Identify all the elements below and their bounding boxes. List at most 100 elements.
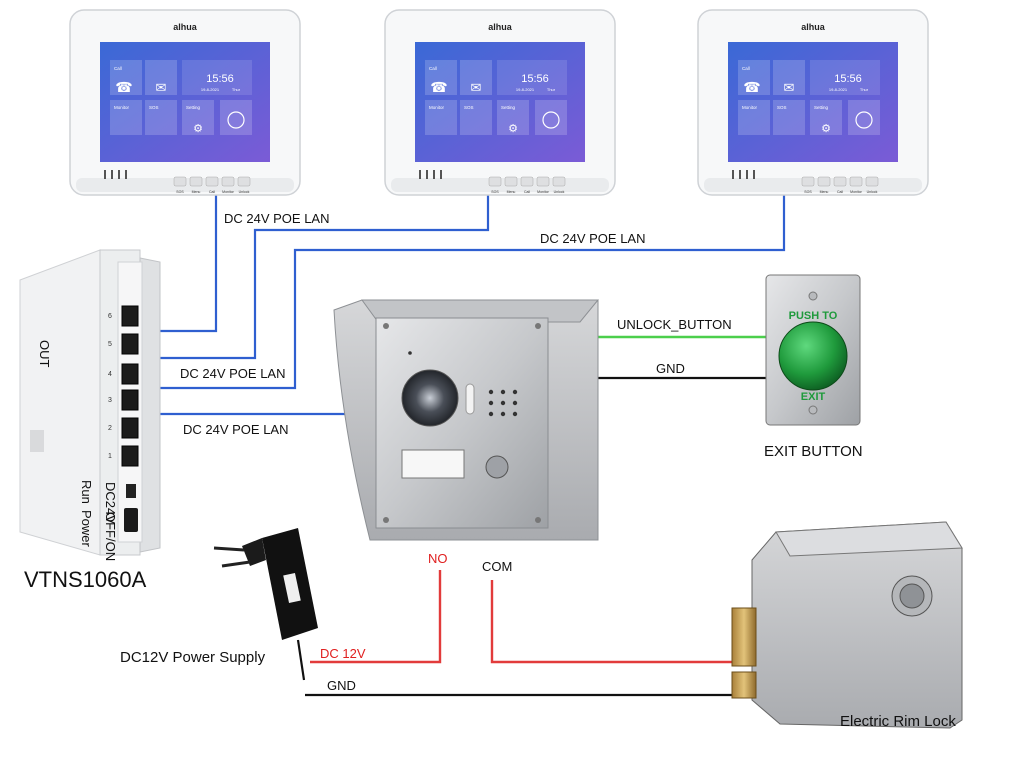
monitor-brand-logo: alhua <box>488 22 513 32</box>
power-supply-caption: DC12V Power Supply <box>120 649 266 666</box>
push-to-label: PUSH TO <box>789 310 838 322</box>
monitor-date: 19-8-2021 <box>201 87 220 92</box>
switch-port <box>121 305 139 327</box>
monitor-day: Thur <box>860 87 869 92</box>
monitor-tile-label: Monitor <box>742 105 758 110</box>
monitor-button-label: Menu <box>192 190 201 194</box>
switch-power-label: Power <box>79 510 94 548</box>
phone-icon: ☎ <box>743 80 760 96</box>
name-plate <box>401 449 465 479</box>
monitor-screen <box>100 42 270 162</box>
monitor-date: 19-8-2021 <box>516 87 535 92</box>
exit-button-plate: PUSH TO EXIT <box>765 274 861 426</box>
monitor-hardware-button[interactable] <box>205 176 219 187</box>
monitor-time: 15:56 <box>206 73 234 85</box>
monitor-screen <box>415 42 585 162</box>
monitor-hardware-button[interactable] <box>221 176 235 187</box>
monitor-hardware-button[interactable] <box>189 176 203 187</box>
monitor-button-label: Call <box>524 190 530 194</box>
poe-label-3: DC 24V POE LAN <box>180 366 286 381</box>
switch-dc24v-label: DC24V <box>103 482 118 524</box>
monitor-button-label: Unlock <box>867 190 878 194</box>
monitor-hardware-button[interactable] <box>173 176 187 187</box>
gnd-button-label: GND <box>656 361 685 376</box>
call-button[interactable] <box>485 455 509 479</box>
poe-wire-monitor-3 <box>140 195 786 390</box>
monitor-hardware-button[interactable] <box>536 176 550 187</box>
monitor-button-label: Menu <box>507 190 516 194</box>
monitor-date: 19-8-2021 <box>829 87 848 92</box>
switch-port <box>121 363 139 385</box>
monitor-hardware-button[interactable] <box>504 176 518 187</box>
monitor-tile-label: Call <box>742 66 750 71</box>
switch-run-label: Run <box>79 480 94 504</box>
wires <box>140 195 790 697</box>
switch-port-number: 5 <box>108 341 112 348</box>
monitor-hardware-button[interactable] <box>849 176 863 187</box>
exit-button-caption: EXIT BUTTON <box>764 443 863 460</box>
lock-icon <box>542 111 560 129</box>
lock-caption: Electric Rim Lock <box>840 713 956 730</box>
monitor-button-label: Unlock <box>554 190 565 194</box>
monitor-button-label: Call <box>837 190 843 194</box>
monitor-brand-logo: alhua <box>801 22 826 32</box>
poe-wire-monitor-2 <box>140 195 490 360</box>
mail-icon: ✉ <box>784 81 795 96</box>
poe-label-4: DC 24V POE LAN <box>183 422 289 437</box>
monitor-tile-label: SOS <box>777 105 787 110</box>
monitor-button-label: SOS <box>491 190 499 194</box>
monitor-button-label: Menu <box>820 190 829 194</box>
exit-label: EXIT <box>801 391 826 403</box>
camera-lens <box>401 369 459 427</box>
monitor-button-label: SOS <box>176 190 184 194</box>
switch-name: VTNS1060A <box>24 567 147 592</box>
no-wire <box>310 570 442 664</box>
gear-icon: ⚙ <box>821 122 831 135</box>
monitor-tile-label: Setting <box>501 105 516 110</box>
com-label: COM <box>482 559 512 574</box>
monitor-tile-label: Call <box>429 66 437 71</box>
door-station <box>333 299 600 541</box>
gnd-lock-label: GND <box>327 678 356 693</box>
switch-port-number: 4 <box>108 371 112 378</box>
monitor-button-label: Unlock <box>239 190 250 194</box>
switch-offon-label: OFF/ON <box>103 512 118 561</box>
monitor-hardware-button[interactable] <box>865 176 879 187</box>
poe-label-1: DC 24V POE LAN <box>224 211 330 226</box>
switch-port <box>121 389 139 411</box>
monitor-day: Thur <box>232 87 241 92</box>
monitor-hardware-button[interactable] <box>237 176 251 187</box>
switch-port <box>121 445 139 467</box>
monitor-button-label: Call <box>209 190 215 194</box>
switch-port-number: 6 <box>108 313 112 320</box>
monitor-screen <box>728 42 898 162</box>
monitor-tile-label: Call <box>114 66 122 71</box>
power-supply <box>213 528 318 640</box>
psu-cable <box>296 639 306 681</box>
exit-push-button[interactable] <box>778 321 848 391</box>
monitor-hardware-button[interactable] <box>817 176 831 187</box>
gear-icon: ⚙ <box>193 122 203 135</box>
poe-wire-monitor-1 <box>140 195 218 333</box>
monitor-hardware-button[interactable] <box>833 176 847 187</box>
monitor-hardware-button[interactable] <box>801 176 815 187</box>
monitor-hardware-button[interactable] <box>520 176 534 187</box>
monitor-tile-label: SOS <box>149 105 159 110</box>
monitor-hardware-button[interactable] <box>552 176 566 187</box>
monitor-tile-label: Monitor <box>429 105 445 110</box>
monitor-tile-label: Setting <box>186 105 201 110</box>
phone-icon: ☎ <box>115 80 132 96</box>
switch-port-number: 1 <box>108 453 112 460</box>
dc12v-label: DC 12V <box>320 646 366 661</box>
switch-out-label: OUT <box>37 340 52 368</box>
mail-icon: ✉ <box>156 81 167 96</box>
monitor-hardware-button[interactable] <box>488 176 502 187</box>
electric-rim-lock <box>731 521 963 729</box>
monitor-time: 15:56 <box>834 73 862 85</box>
switch-port <box>121 333 139 355</box>
